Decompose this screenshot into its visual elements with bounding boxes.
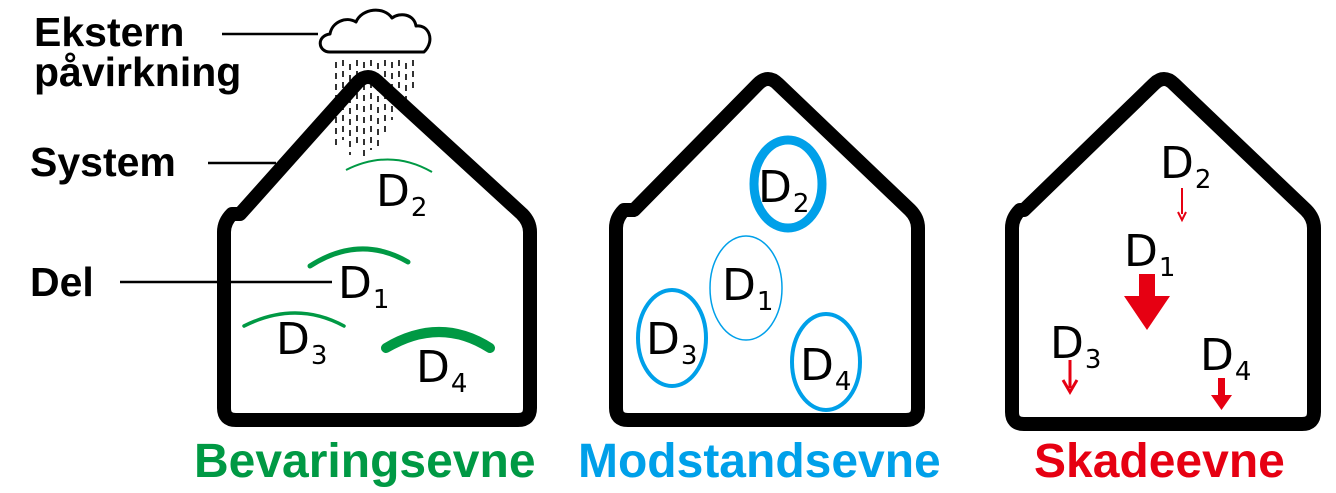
part-d4: D4 [1200, 330, 1252, 387]
damage-capacity-caption: Skadeevne [1034, 435, 1285, 488]
bevaring-arc-d2 [345, 158, 433, 173]
part-d1: D1 [722, 260, 774, 317]
part-d4: D4 [416, 342, 468, 399]
part-d2: D2 [758, 162, 810, 219]
external-influence-label-line1: Ekstern [34, 9, 185, 55]
part-d3: D3 [1050, 318, 1102, 375]
rain-cloud-icon [318, 8, 432, 54]
preservation-capacity-caption: Bevaringsevne [194, 435, 536, 488]
bevaring-arc-d4 [381, 327, 495, 353]
bevaring-arc-d1 [307, 246, 411, 269]
part-d3: D3 [276, 314, 328, 371]
resistance-capacity-caption: Modstandsevne [578, 435, 941, 488]
part-d4: D4 [800, 340, 852, 397]
modstand-ring-d1 [709, 235, 783, 341]
part-d2: D2 [1160, 138, 1212, 195]
system-label: System [30, 139, 176, 185]
part-d2: D2 [376, 166, 428, 223]
modstand-ring-d3 [636, 288, 708, 388]
modstand-ring-d2 [749, 135, 827, 233]
down-arrow-icon [1177, 188, 1187, 223]
part-d1: D1 [1124, 226, 1176, 283]
part-d3: D3 [646, 314, 698, 371]
down-arrow-icon [1061, 360, 1079, 395]
system-house-1 [217, 70, 537, 427]
part-d1: D1 [338, 258, 390, 315]
system-house-2 [609, 72, 925, 427]
external-influence-label-line2: påvirkning [34, 49, 242, 95]
bevaring-arc-d3 [242, 311, 346, 328]
part-label: Del [30, 259, 94, 305]
modstand-ring-d4 [790, 312, 862, 412]
down-arrow-icon [1124, 274, 1170, 330]
system-house-3 [1005, 72, 1321, 431]
down-arrow-icon [1211, 378, 1232, 410]
